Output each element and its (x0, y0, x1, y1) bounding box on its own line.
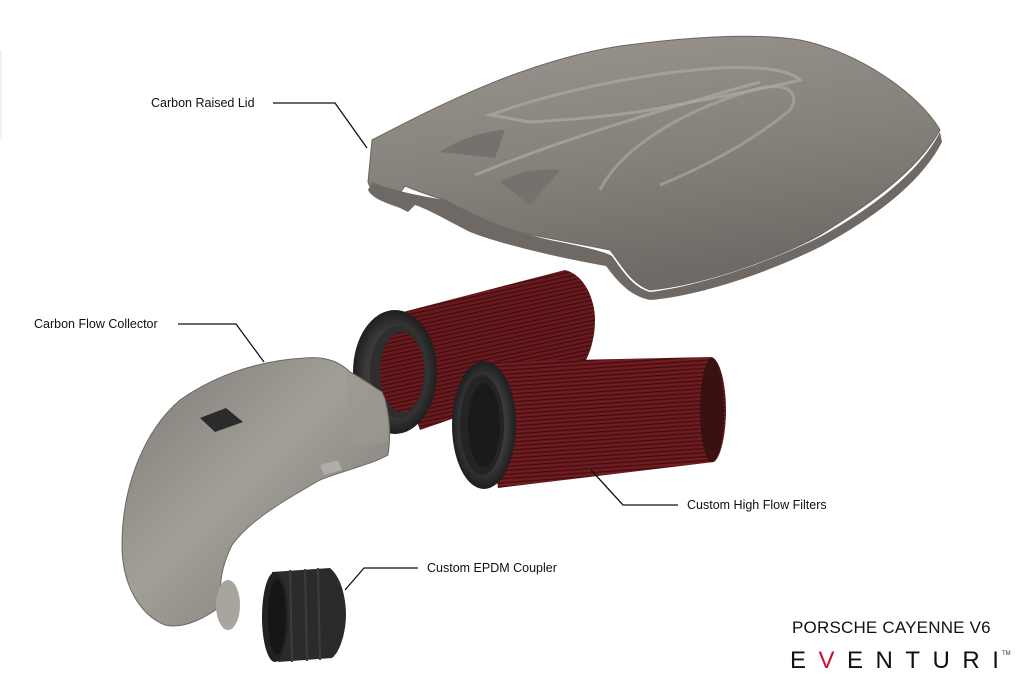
filter-front (452, 357, 726, 489)
brand-logo: EVENTURI (790, 647, 1011, 675)
epdm-coupler (262, 567, 346, 663)
label-custom-epdm-coupler: Custom EPDM Coupler (427, 561, 557, 575)
leader-collector (178, 323, 265, 363)
label-carbon-raised-lid: Carbon Raised Lid (151, 96, 255, 110)
leader-filters (590, 469, 678, 506)
label-carbon-flow-collector: Carbon Flow Collector (34, 317, 158, 331)
leader-lid (273, 102, 368, 149)
model-title: PORSCHE CAYENNE V6 (792, 618, 991, 637)
trademark-mark: TM (1002, 651, 1011, 657)
brand-prefix: E (790, 647, 819, 674)
label-custom-high-flow-filters: Custom High Flow Filters (687, 498, 827, 512)
leader-coupler (344, 567, 418, 591)
filter-back (353, 270, 595, 434)
carbon-raised-lid (367, 35, 942, 300)
brand-suffix: ENTURI (847, 647, 1012, 674)
edge-artifact (0, 50, 2, 140)
leader-lines (178, 102, 678, 591)
carbon-flow-collector (121, 357, 391, 630)
brand-v-accent: V (818, 647, 848, 674)
